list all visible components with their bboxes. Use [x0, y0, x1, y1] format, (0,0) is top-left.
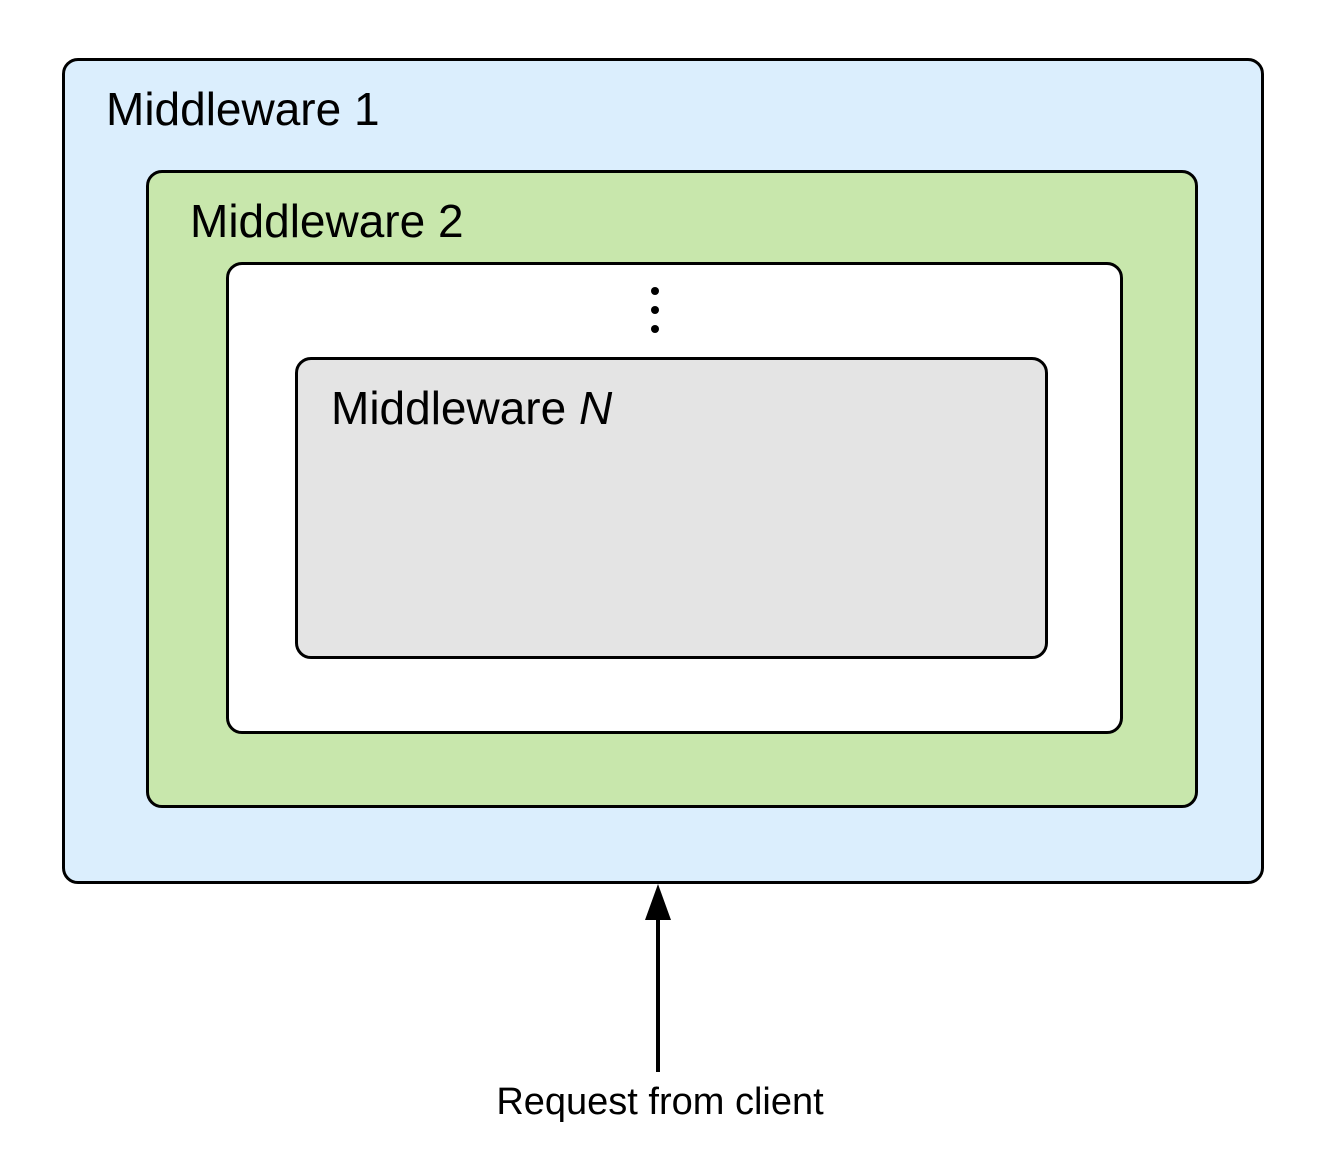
middleware-n-label-variable: N: [579, 382, 613, 434]
middleware-2-label: Middleware 2: [190, 195, 464, 247]
middleware-n-label-prefix: Middleware: [331, 382, 579, 434]
middleware-1-label: Middleware 1: [106, 83, 380, 135]
request-arrow-icon: [645, 884, 671, 1072]
middleware-n-box: [295, 357, 1048, 659]
request-from-client-label: Request from client: [496, 1081, 824, 1123]
vertical-ellipsis-icon: [648, 287, 662, 337]
middleware-n-label: Middleware N: [331, 385, 612, 431]
